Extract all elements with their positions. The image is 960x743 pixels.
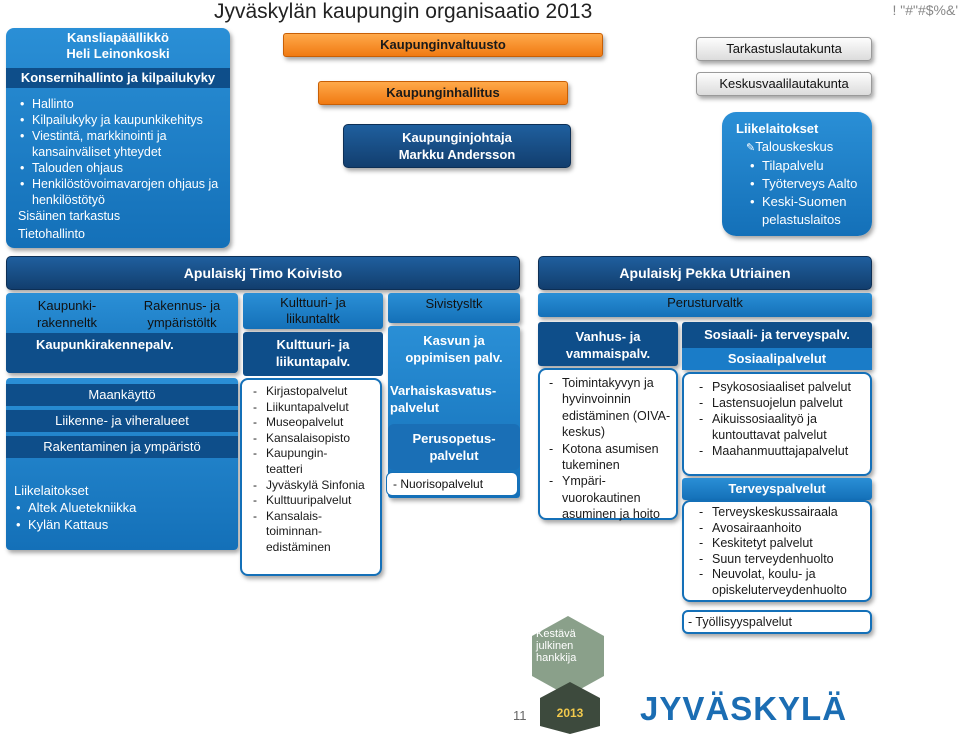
list-item: Kaupungin-teatteri — [253, 446, 356, 477]
corner-text: ! "#"#$%&' — [892, 2, 958, 18]
badge-shapes — [532, 616, 604, 734]
social-services-list-box: Psykososiaaliset palvelut Lastensuojelun… — [682, 372, 872, 476]
list-item: Keski-Suomen pelastuslaitos — [750, 193, 872, 229]
mayor-box: Kaupunginjohtaja Markku Andersson — [343, 124, 571, 168]
social-health-services-label: Sosiaali- ja terveyspalv. — [704, 327, 850, 342]
list-item: Kulttuuripalvelut — [253, 493, 380, 509]
health-services-list-box: Terveyskeskussairaala Avosairaanhoito Ke… — [682, 500, 872, 602]
urban-structure-services-band: Kaupunkirakennepalv. — [6, 333, 238, 373]
basic-security-committee-box: Perusturvaltk — [538, 293, 872, 317]
pencil-icon: ✎ — [746, 142, 756, 154]
chief-of-staff-title: Kansliapäällikkö Heli Leinonkoski — [66, 30, 170, 61]
list-item: Terveyskeskussairaala — [699, 505, 866, 521]
list-item: Museopalvelut — [253, 415, 380, 431]
list-item: Kylän Kattaus — [16, 516, 234, 533]
group-admin-list: Hallinto Kilpailukyky ja kaupunkikehitys… — [18, 96, 224, 242]
social-health-services-box: Sosiaali- ja terveyspalv. Sosiaalipalvel… — [682, 322, 872, 370]
social-services-band: Sosiaalipalvelut — [682, 348, 872, 370]
list-item: Avosairaanhoito — [699, 521, 866, 537]
list-item: Kilpailukyky ja kaupunkikehitys — [20, 112, 224, 128]
badge-hexagon-bottom — [540, 682, 600, 734]
list-item: Kirjastopalvelut — [253, 384, 380, 400]
city-council-box: Kaupunginvaltuusto — [283, 33, 603, 57]
elderly-disability-services-box: Vanhus- ja vammaispalv. — [538, 322, 678, 366]
land-use-band: Maankäyttö — [6, 384, 238, 406]
list-item: Talouden ohjaus — [20, 160, 224, 176]
basic-education-box: Perusopetus- palvelut — [388, 424, 520, 470]
list-item: Työterveys Aalto — [750, 175, 872, 193]
list-item: Maahanmuuttajapalvelut — [699, 443, 866, 459]
building-environment-committee: Rakennus- ja ympäristöltk — [143, 298, 221, 330]
sustainable-procurement-badge: Kestävä julkinen hankkija 2013 — [528, 614, 608, 734]
list-item: Ympäri-vuorokautinen asuminen ja hoito — [549, 473, 672, 522]
health-services-band: Terveyspalvelut — [682, 478, 872, 500]
basic-education-services: Perusopetus- palvelut — [412, 431, 496, 463]
elderly-services-list-box: Toimintakyvyn ja hyvinvoinnin edistämine… — [538, 368, 678, 522]
youth-services-box: - Nuorisopalvelut — [386, 472, 518, 496]
list-item: Kotona asumisen tukeminen — [549, 441, 672, 474]
list-item: Jyväskylä Sinfonia — [253, 478, 366, 494]
chief-of-staff-box: Kansliapäällikkö Heli Leinonkoski Konser… — [6, 28, 230, 248]
list-item: Tilapalvelu — [750, 157, 872, 175]
list-item: Viestintä, markkinointi ja kansainvälise… — [20, 128, 224, 160]
badge-year: 2013 — [556, 706, 584, 720]
list-item: Kansalais-toiminnan-edistäminen — [253, 509, 356, 556]
deputy-mayor-koivisto-box: Apulaiskj Timo Koivisto — [6, 256, 520, 290]
list-item: Hallinto — [20, 96, 224, 112]
technical-enterprises: Liikelaitokset Altek Aluetekniikka Kylän… — [14, 482, 234, 533]
list-item: Toimintakyvyn ja hyvinvoinnin edistämine… — [549, 375, 672, 441]
enterprises-title: Liikelaitokset — [736, 121, 819, 136]
city-board-box: Kaupunginhallitus — [318, 81, 568, 105]
group-admin-band: Konsernihallinto ja kilpailukyky — [6, 68, 230, 88]
technical-enterprises-title: Liikelaitokset — [14, 483, 89, 498]
urban-structure-units-box: Maankäyttö Liikenne- ja viheralueet Rake… — [6, 378, 238, 550]
list-item: Keskitetyt palvelut — [699, 536, 866, 552]
list-item: ✎Talouskeskus — [746, 139, 834, 154]
urban-structure-box: Kaupunki- rakenneltk Rakennus- ja ympäri… — [6, 293, 238, 373]
education-committee-box: Sivistysltk — [388, 293, 520, 323]
badge-hexagon-top — [532, 616, 604, 696]
internal-audit: Sisäinen tarkastus — [18, 209, 121, 223]
election-committee-box: Keskusvaalilautakunta — [696, 72, 872, 96]
list-item: Kansalaisopisto — [253, 431, 380, 447]
jyvaskyla-logo: JYVÄSKYLÄ — [640, 690, 848, 727]
growth-learning-services: Kasvun ja oppimisen palv. — [405, 333, 503, 365]
early-education-services: Varhaiskasvatus- palvelut — [390, 383, 497, 415]
it-management: Tietohallinto — [18, 227, 85, 241]
page-number: 11 — [513, 708, 527, 723]
construction-environment-band: Rakentaminen ja ympäristö — [6, 436, 238, 458]
municipal-enterprises-box: Liikelaitokset ✎Talouskeskus Tilapalvelu… — [722, 112, 872, 236]
badge-text: Kestävä julkinen hankkija — [536, 628, 577, 664]
list-item: Psykososiaaliset palvelut — [699, 379, 866, 395]
list-item: Lastensuojelun palvelut — [699, 395, 866, 411]
list-item: Neuvolat, koulu- ja opiskeluterveydenhuo… — [699, 567, 866, 598]
list-item: Liikuntapalvelut — [253, 400, 380, 416]
list-item: Altek Aluetekniikka — [16, 499, 234, 516]
traffic-green-areas-band: Liikenne- ja viheralueet — [6, 410, 238, 432]
list-item: Aikuissosiaalityö ja kuntouttavat palvel… — [699, 411, 866, 443]
list-item: Suun terveydenhuolto — [699, 552, 866, 568]
deputy-mayor-utriainen-box: Apulaiskj Pekka Utriainen — [538, 256, 872, 290]
employment-services-box: - Työllisyyspalvelut — [682, 610, 872, 634]
culture-sports-services-box: Kulttuuri- ja liikuntapalv. — [243, 332, 383, 376]
audit-committee-box: Tarkastuslautakunta — [696, 37, 872, 61]
education-services-box: Kasvun ja oppimisen palv. Varhaiskasvatu… — [388, 326, 520, 498]
list-item: Henkilöstövoimavarojen ohjaus ja henkilö… — [20, 176, 224, 208]
culture-services-list-box: Kirjastopalvelut Liikuntapalvelut Museop… — [240, 378, 382, 576]
urban-structure-committee: Kaupunki- rakenneltk — [37, 298, 97, 330]
culture-sports-committee-box: Kulttuuri- ja liikuntaltk — [243, 293, 383, 329]
page-title: Jyväskylän kaupungin organisaatio 2013 — [214, 0, 593, 23]
